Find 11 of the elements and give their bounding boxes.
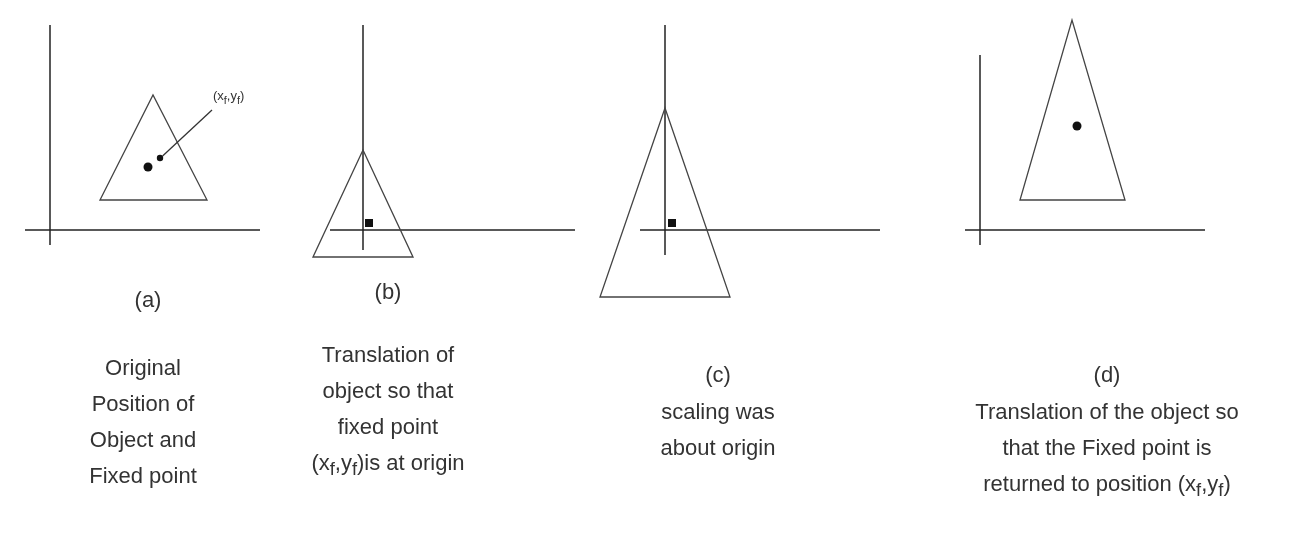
panel-caption: scaling was about origin	[659, 398, 777, 462]
fixed-point-dot	[156, 154, 164, 162]
panel-letter: (b)	[374, 278, 402, 306]
point-label: (x$_{f}$,y$_{f}$)	[213, 88, 245, 108]
panel-letter: (a)	[134, 286, 162, 314]
panel-letter: (c)	[705, 361, 731, 389]
panel-letter: (d)	[1093, 361, 1121, 389]
leader-line	[161, 109, 213, 157]
panel-caption: Translation of the object so that the Fixed point is returned to position (x$_{f}$,y$_{f}$)	[974, 398, 1240, 503]
panel-caption: Original Position of Object and Fixed point	[88, 354, 198, 490]
panel-caption: Translation of object so that fixed point (x$_{f}$,y$_{f}$)is at origin	[310, 341, 466, 482]
